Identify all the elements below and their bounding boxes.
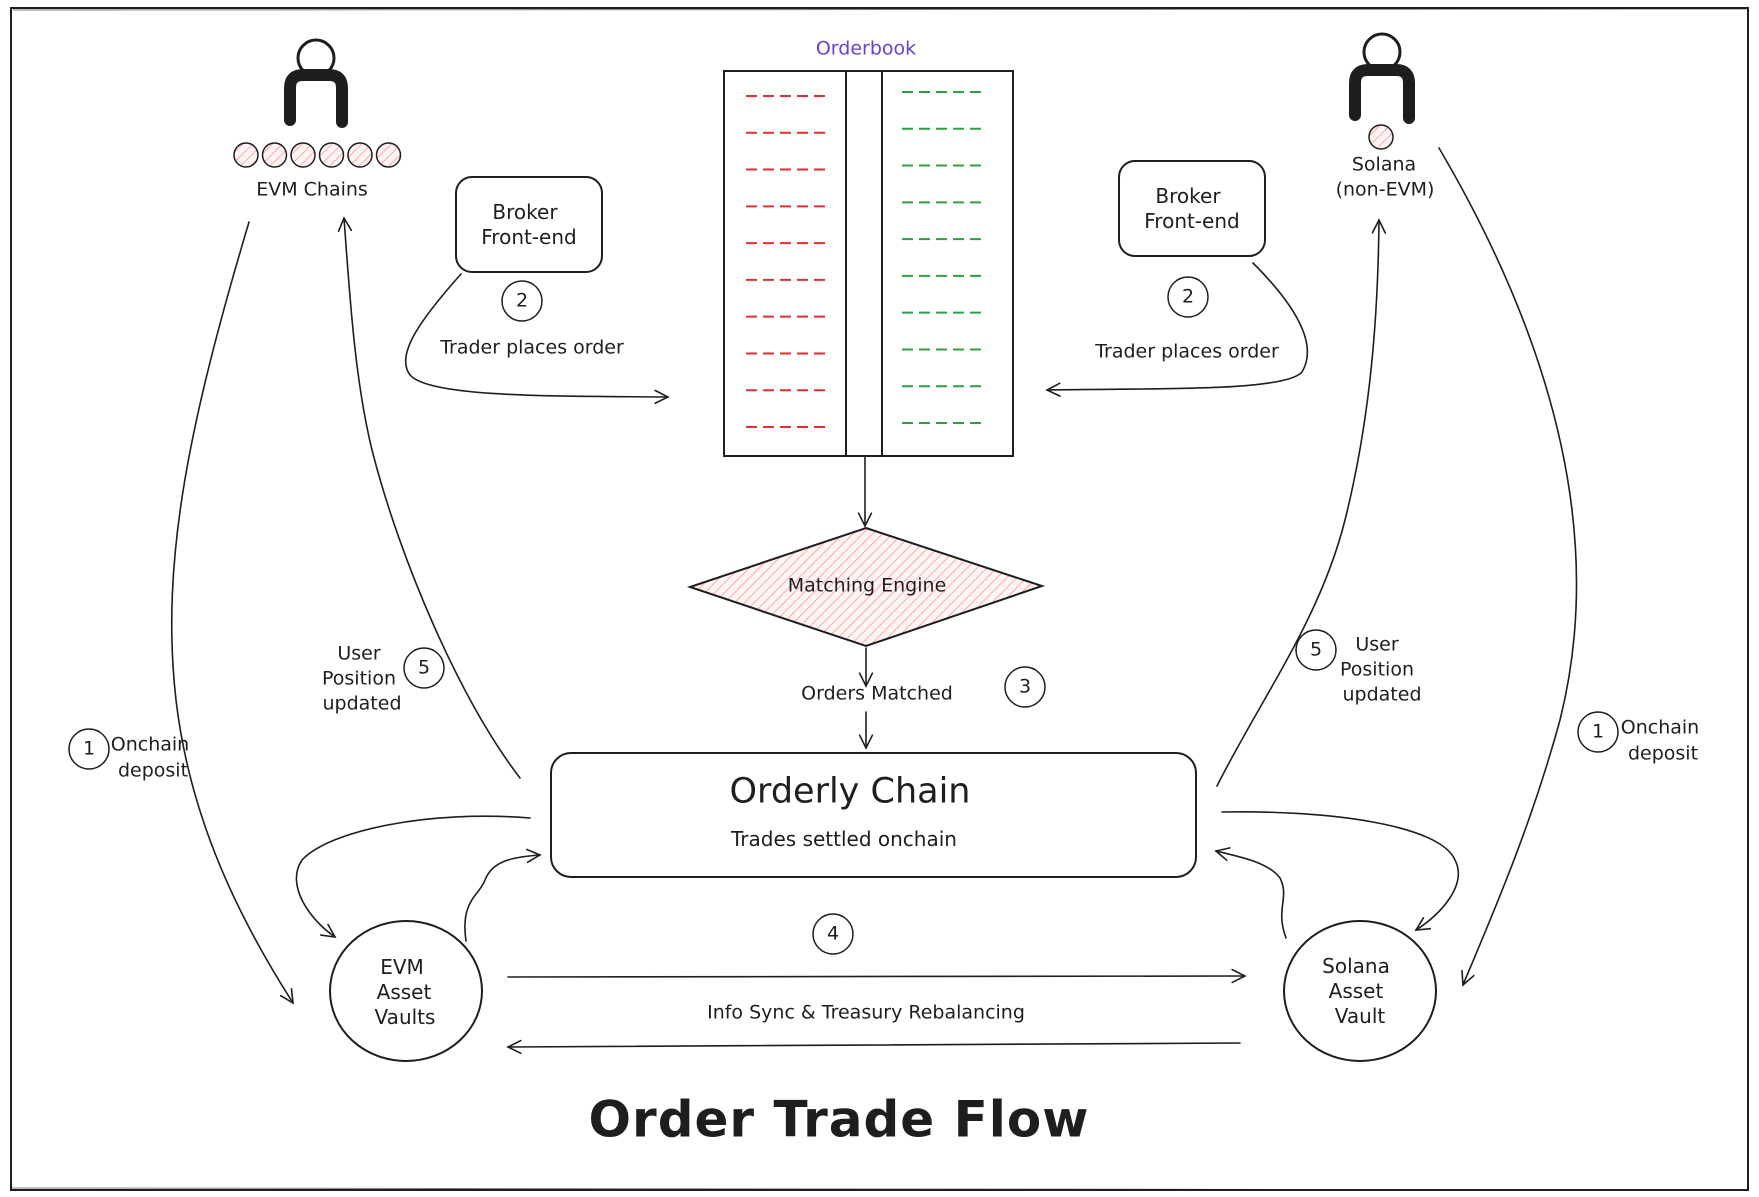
step-5-right-line2: Position [1340, 658, 1414, 681]
step-2-right-circle [1167, 276, 1209, 318]
step-2-left-text: Trader places order [440, 336, 624, 359]
step-3-text: Orders Matched [801, 682, 953, 705]
arrow-evm-vault-to-solana-vault [507, 976, 1245, 977]
step-5-left-number: 5 [417, 656, 431, 679]
diagram-title: Order Trade Flow [588, 1090, 1090, 1149]
orderly-chain-box[interactable] [550, 752, 1197, 878]
orderly-chain-title: Orderly Chain [729, 771, 971, 812]
step-4-circle [812, 913, 854, 955]
step-2-right-number: 2 [1181, 285, 1195, 308]
solana-vault-line1: Solana [1322, 953, 1390, 978]
outer-frame [10, 7, 1749, 1191]
step-5-left-line3: updated [322, 692, 402, 715]
orderbook-asks [902, 91, 986, 424]
step-circles [68, 276, 1619, 955]
broker-left-box[interactable] [455, 176, 603, 273]
solana-vault-line3: Vault [1334, 1003, 1386, 1028]
evm-chain-dot [318, 142, 345, 168]
broker-right-line1: Broker [1155, 183, 1221, 208]
step-4-number: 4 [826, 922, 840, 945]
solana-user-icon [1349, 32, 1415, 124]
solana-vault-line2: Asset [1328, 978, 1384, 1003]
step-5-left-line1: User [337, 642, 381, 665]
broker-right-line2: Front-end [1144, 208, 1240, 233]
evm-user-label: EVM Chains [256, 178, 368, 201]
step-1-right-line1: Onchain [1620, 716, 1700, 739]
solana-chain-dot [1368, 124, 1394, 150]
arrow-solana-deposit [1438, 147, 1578, 985]
step-2-left-number: 2 [515, 289, 529, 312]
step-5-right-circle [1295, 629, 1337, 671]
arrow-evm-vault-to-chain [464, 855, 540, 942]
arrow-solana-vault-to-chain [1216, 851, 1287, 939]
step-2-left-circle [501, 280, 543, 322]
arrow-chain-to-solana-user [1216, 220, 1379, 787]
step-3-number: 3 [1018, 675, 1032, 698]
solana-user-label-line2: (non-EVM) [1335, 178, 1435, 201]
step-5-right-line3: updated [1342, 683, 1422, 706]
arrow-solana-vault-to-evm-vault [508, 1043, 1241, 1047]
evm-chain-dots [233, 142, 402, 168]
orderbook-frame [723, 70, 1014, 457]
step-5-left-line2: Position [322, 667, 396, 690]
broker-left-line1: Broker [492, 199, 558, 224]
step-5-left-circle [403, 647, 445, 689]
arrow-evm-deposit [170, 221, 293, 1003]
broker-right-box[interactable] [1118, 160, 1266, 257]
evm-user-icon [284, 38, 348, 128]
orderbook-bids [746, 95, 826, 428]
orderly-chain-subtitle: Trades settled onchain [731, 826, 957, 851]
step-3-circle [1004, 666, 1046, 708]
evm-vault-line2: Asset [376, 979, 432, 1004]
frame-sketch-lines [11, 8, 1748, 1191]
step-1-right-number: 1 [1591, 720, 1605, 743]
solana-vault-circle[interactable] [1283, 920, 1437, 1062]
matching-engine-label: Matching Engine [787, 574, 947, 597]
step-1-left-line2: deposit [117, 759, 189, 782]
step-2-right-text: Trader places order [1095, 340, 1279, 363]
orderbook-title: Orderbook [815, 37, 917, 60]
step-4-text: Info Sync & Treasury Rebalancing [707, 1001, 1025, 1024]
evm-chain-dot [233, 142, 259, 168]
arrow-broker-left-to-orderbook [404, 273, 668, 397]
arrow-chain-to-solana-vault [1221, 811, 1460, 930]
solana-user-label-line1: Solana [1351, 153, 1417, 176]
arrow-broker-right-to-orderbook [1047, 262, 1308, 390]
evm-chain-dot [347, 142, 373, 168]
evm-vault-line1: EVM [380, 954, 424, 979]
step-1-right-circle [1577, 711, 1619, 753]
evm-chain-dot [261, 142, 288, 168]
step-5-right-line1: User [1355, 633, 1399, 656]
orderbook [723, 70, 1014, 457]
arrow-chain-to-evm-vault [295, 815, 531, 937]
matching-engine-diamond[interactable] [686, 526, 1046, 648]
evm-chain-dot [290, 142, 316, 168]
step-1-left-circle [68, 728, 110, 770]
step-1-left-line1: Onchain [110, 733, 190, 756]
evm-chain-dot [375, 142, 402, 168]
step-1-right-line2: deposit [1627, 742, 1699, 765]
arrow-chain-to-evm-user [344, 218, 521, 779]
step-5-right-number: 5 [1309, 638, 1323, 661]
broker-left-line2: Front-end [481, 224, 577, 249]
evm-vault-circle[interactable] [329, 920, 483, 1062]
evm-vault-line3: Vaults [374, 1004, 436, 1029]
step-1-left-number: 1 [82, 737, 96, 760]
